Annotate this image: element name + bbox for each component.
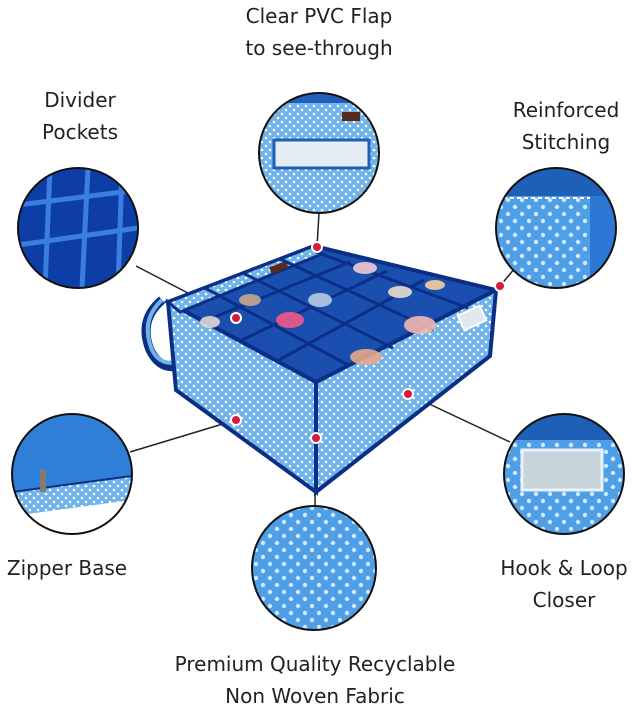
label-fabric: Premium Quality Recyclable Non Woven Fab… [150, 648, 480, 712]
label-pvc-flap: Clear PVC Flap to see-through [219, 0, 419, 64]
zipper-closeup-icon [11, 413, 133, 535]
label-line: Divider [44, 88, 116, 112]
stitching-closeup-icon [495, 167, 617, 289]
label-hook-loop: Hook & Loop Closer [490, 552, 638, 616]
product-organizer-image [141, 243, 502, 497]
label-stitching: Reinforced Stitching [496, 94, 636, 158]
fabric-closeup-icon [251, 505, 377, 631]
label-line: Closer [532, 588, 596, 612]
label-line: Premium Quality Recyclable [174, 652, 456, 676]
label-line: Reinforced [512, 98, 620, 122]
feature-markers [230, 241, 506, 444]
label-line: Hook & Loop [500, 556, 628, 580]
label-line: Zipper Base [6, 556, 128, 580]
hook-loop-closeup-icon [503, 413, 625, 535]
label-line: to see-through [245, 36, 393, 60]
divider-closeup-icon [17, 167, 139, 289]
pvc-flap-closeup-icon [258, 92, 380, 214]
label-line: Clear PVC Flap [245, 4, 393, 28]
label-line: Non Woven Fabric [225, 684, 405, 708]
label-zipper-base: Zipper Base [0, 552, 134, 584]
label-line: Stitching [521, 130, 611, 154]
label-line: Pockets [41, 120, 118, 144]
label-divider-pockets: Divider Pockets [20, 84, 140, 148]
